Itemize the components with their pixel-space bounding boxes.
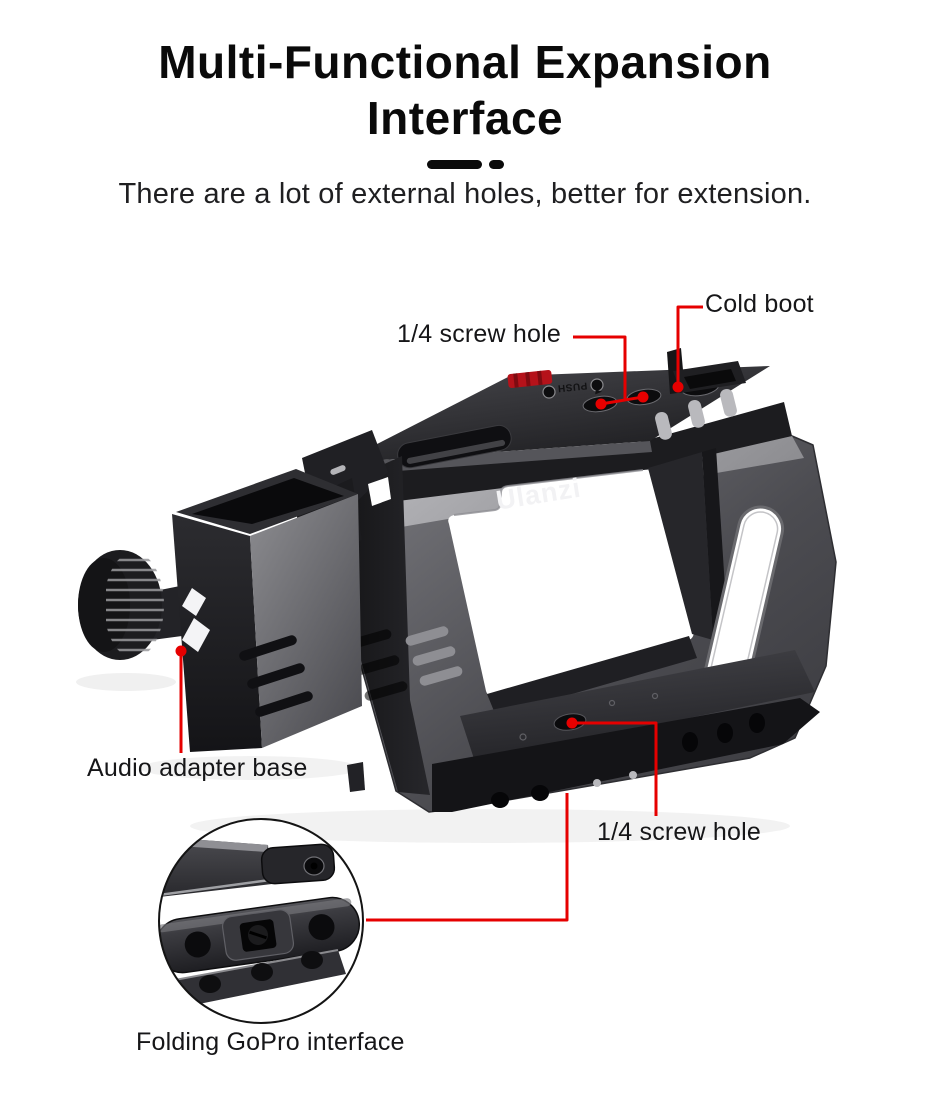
camera-window-opening [448, 469, 694, 698]
red-lock-slider [507, 370, 553, 388]
ulanzi-diamond-icon [182, 588, 210, 652]
callout-lines [179, 305, 703, 922]
divider-dash-icon [426, 160, 482, 169]
callout-label-folding-gopro-interface: Folding GoPro interface [136, 1028, 405, 1056]
callout-label-audio-adapter-base: Audio adapter base [87, 754, 308, 782]
ground-shadows [76, 673, 790, 843]
title-divider [0, 160, 930, 169]
page-title-line2: Interface [366, 92, 564, 144]
gopro-mount-plate [159, 896, 361, 974]
callout-dots [175, 381, 684, 729]
audio-adapter-clamp [78, 469, 365, 792]
callout-label-top-screw-hole: 1/4 screw hole [397, 320, 561, 348]
detail-inset-circle [158, 818, 364, 1024]
cage-bottom-rail [432, 698, 820, 812]
callout-line-bottom-screw-hole [572, 721, 658, 816]
folding-interface-detail [158, 818, 364, 1024]
callout-line-folding-interface [366, 793, 569, 922]
page-title-line1: Multi-Functional Expansion [158, 36, 772, 88]
push-marking-text: PUSH [557, 379, 588, 393]
divider-dot-icon [488, 160, 504, 169]
subtitle-text: There are a lot of external holes, bette… [118, 178, 812, 210]
camera-cage: PUSH [302, 348, 837, 813]
callout-line-cold-boot [676, 305, 703, 386]
locking-knob [78, 550, 164, 660]
callout-line-top-screw-hole [573, 335, 627, 399]
header: Multi-Functional Expansion Interface The… [0, 0, 930, 211]
top-edge-ribs [655, 388, 737, 440]
cage-top-plate: PUSH [340, 366, 770, 475]
callout-label-bottom-screw-hole: 1/4 screw hole [597, 818, 761, 846]
callout-label-cold-boot: Cold boot [705, 290, 814, 318]
